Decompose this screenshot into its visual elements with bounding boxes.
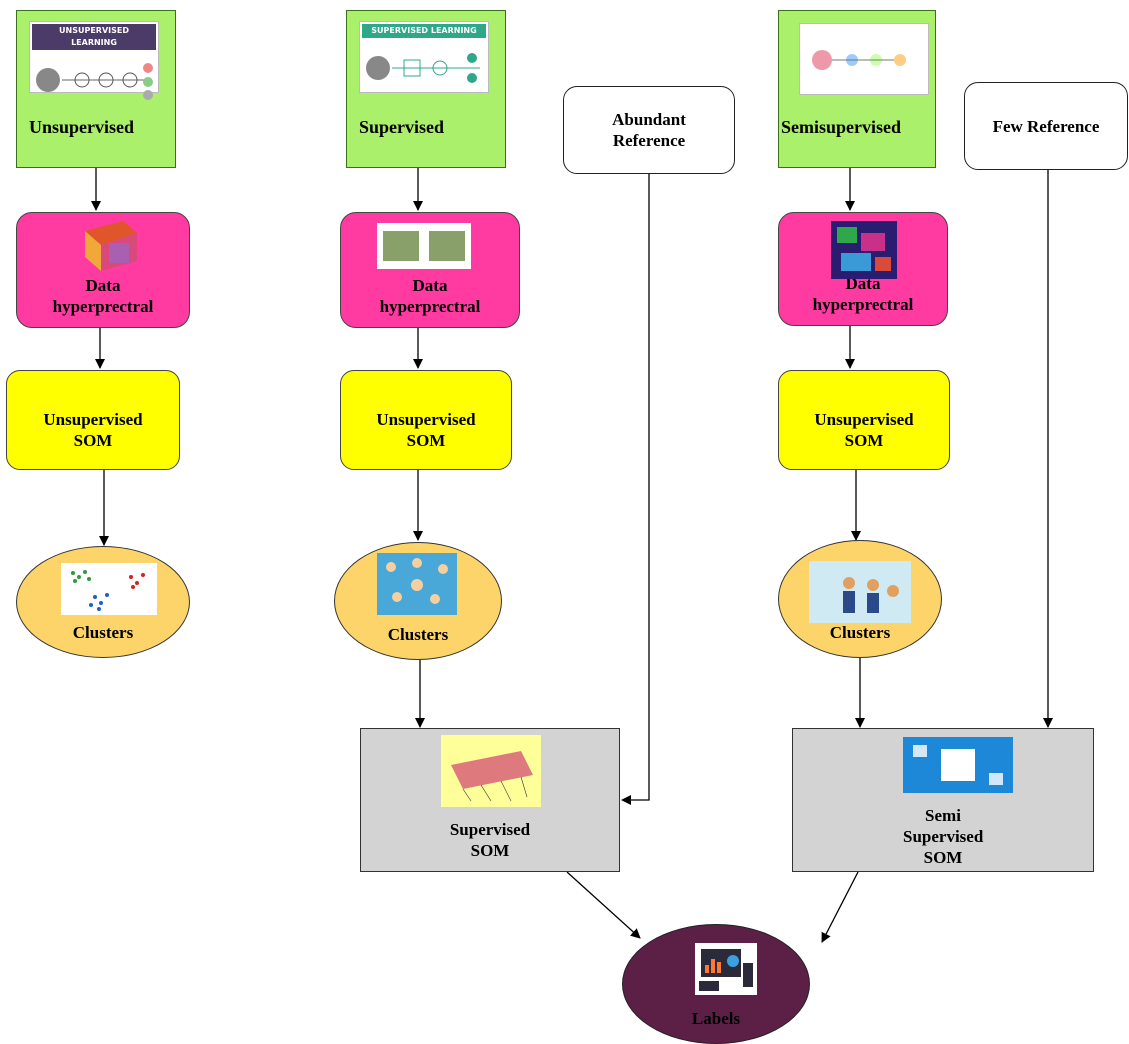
semisupervised-diagram-thumbnail — [799, 23, 929, 95]
supervised-title: Supervised — [359, 117, 445, 137]
thumbnail-title: UNSUPERVISED LEARNING — [32, 24, 156, 50]
pipeline-icon — [366, 53, 480, 83]
unsup-som-label: Unsupervised SOM — [43, 410, 143, 450]
pipeline-icon — [36, 63, 153, 100]
few-reference-node: Few Reference — [964, 82, 1128, 170]
abundant-reference-label: Abundant Reference — [612, 110, 686, 150]
unsupervised-learning-thumbnail: UNSUPERVISED LEARNING — [29, 21, 159, 100]
semi-data-hyperspectral: Data hyperprectral — [778, 212, 948, 326]
semi-supervised-som-label: Semi Supervised SOM — [903, 806, 984, 867]
labels-label: Labels — [691, 1009, 741, 1028]
dashboard-devices-icon — [695, 943, 757, 995]
supervised-card: SUPERVISED LEARNING Supervised — [346, 10, 506, 168]
hyperspectral-map-icon — [831, 221, 897, 279]
hyperspectral-image-icon — [377, 223, 471, 269]
arrow-supsom-to-labels — [566, 871, 641, 939]
unsupervised-card: UNSUPERVISED LEARNING Unsupervised — [16, 10, 176, 168]
unsupervised-title: Unsupervised — [29, 117, 135, 137]
semi-supervised-som-node: Semi Supervised SOM — [792, 728, 1094, 872]
unsup-data-label: Data hyperprectral — [52, 276, 154, 316]
semi-clusters-label: Clusters — [829, 623, 891, 642]
unsup-data-hyperspectral: Data hyperprectral — [16, 212, 190, 328]
unsup-clusters-node: Clusters — [16, 546, 190, 658]
people-discussion-icon — [809, 561, 911, 623]
thumbnail-title: SUPERVISED LEARNING — [362, 24, 486, 38]
supervised-som-node: Supervised SOM — [360, 728, 620, 872]
network-cube-icon — [903, 737, 1013, 793]
semi-som-node: Unsupervised SOM — [778, 370, 950, 470]
unsup-clusters-label: Clusters — [72, 623, 134, 642]
few-reference-label: Few Reference — [992, 116, 1100, 136]
sup-som-node: Unsupervised SOM — [340, 370, 512, 470]
cluster-scatter-icon — [61, 563, 157, 615]
sup-clusters-node: Clusters — [334, 542, 502, 660]
semisupervised-title: Semisupervised — [781, 117, 902, 137]
sup-data-label: Data hyperprectral — [379, 276, 481, 316]
supervised-learning-thumbnail: SUPERVISED LEARNING — [359, 21, 489, 93]
labels-node: Labels — [622, 924, 810, 1044]
semisupervised-card: Semisupervised — [778, 10, 936, 168]
abundant-reference-node: Abundant Reference — [563, 86, 735, 174]
sup-data-hyperspectral: Data hyperprectral — [340, 212, 520, 328]
arrow-abundant-to-supervised-som — [621, 174, 650, 805]
hyperspectral-cube-icon — [85, 221, 137, 271]
semi-data-label: Data hyperprectral — [812, 274, 914, 314]
arrow-semisom-to-labels — [821, 871, 859, 943]
som-grid-chart-icon — [441, 735, 541, 807]
semi-clusters-node: Clusters — [778, 540, 942, 658]
sup-som-label: Unsupervised SOM — [376, 410, 476, 450]
supervised-som-label: Supervised SOM — [449, 820, 531, 860]
semi-som-label: Unsupervised SOM — [814, 410, 914, 450]
sup-clusters-label: Clusters — [387, 625, 449, 644]
unsup-som-node: Unsupervised SOM — [6, 370, 180, 470]
people-network-icon — [377, 553, 457, 615]
